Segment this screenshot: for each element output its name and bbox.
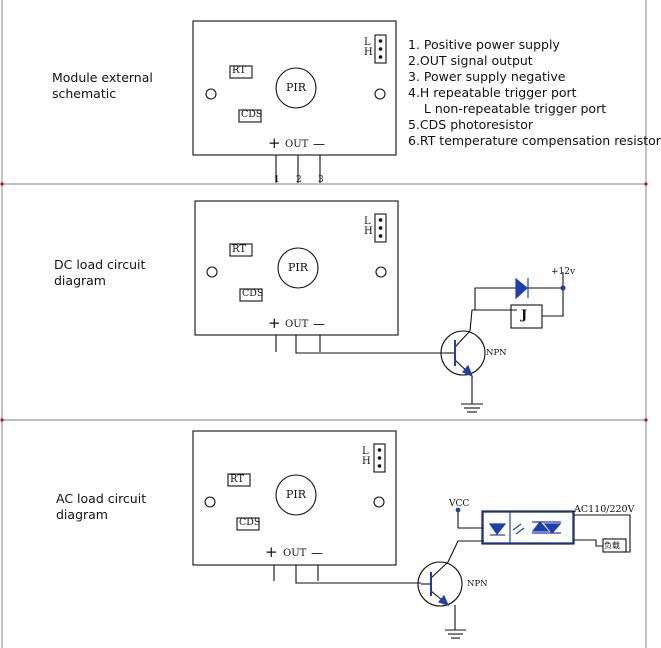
cds-label: CDS — [241, 109, 263, 120]
l-label: L — [364, 216, 371, 227]
caption-ac-load: AC load circuit diagram — [56, 491, 147, 522]
out-label: OUT — [283, 548, 307, 559]
pin-item-1: 1. Positive power supply — [408, 37, 560, 52]
pin-number-2: 2 — [296, 175, 302, 185]
pin-item-3: 3. Power supply negative — [408, 69, 566, 84]
npn-label-ac: NPN — [467, 579, 488, 589]
plus-label: + — [265, 543, 278, 561]
jumper-pins-1 — [378, 39, 383, 59]
caption-dc-load: DC load circuit diagram — [54, 257, 146, 288]
out-label: OUT — [285, 139, 309, 150]
pin-number-1: 1 — [274, 175, 280, 185]
pin-item-6: 6.RT temperature compensation resistor — [408, 133, 661, 148]
load-label: 负载 — [604, 541, 620, 550]
panel-frame — [1, 0, 647, 648]
rt-label: RT — [232, 65, 247, 76]
dc-components-blue — [454, 277, 566, 378]
pin-number-3: 3 — [318, 175, 324, 185]
pin-function-list: 1. Positive power supply 2.OUT signal ou… — [408, 37, 661, 149]
h-label: H — [362, 456, 371, 467]
h-label: H — [364, 226, 373, 237]
pin-item-5: 5.CDS photoresistor — [408, 117, 533, 132]
module-board-2 — [194, 200, 446, 354]
pir-label: PIR — [286, 81, 307, 94]
relay-label: J — [521, 308, 528, 323]
pir-label: PIR — [286, 488, 307, 501]
ac-components-blue — [430, 507, 574, 606]
module-board-1 — [192, 20, 397, 183]
module-board-3 — [192, 430, 421, 584]
cds-label: CDS — [242, 288, 264, 299]
minus-label: — — [313, 317, 325, 331]
jumper-pins-3 — [377, 448, 382, 468]
dc-circuit-wires — [440, 272, 564, 413]
minus-label: — — [313, 137, 325, 151]
l-label: L — [364, 37, 371, 48]
rt-label: RT — [232, 244, 247, 255]
pin-item-2: 2.OUT signal output — [408, 53, 533, 68]
mains-label: AC110/220V — [574, 504, 635, 515]
frame-corner-dots — [0, 182, 648, 422]
jumper-pins-2 — [378, 218, 383, 238]
plus-label: + — [268, 134, 281, 152]
npn-label-dc: NPN — [486, 348, 507, 358]
rt-label: RT — [230, 474, 245, 485]
minus-label: — — [311, 546, 323, 560]
l-label: L — [362, 446, 369, 457]
supply-12v-label: +12v — [551, 267, 576, 277]
out-label: OUT — [285, 319, 309, 330]
h-label: H — [364, 47, 373, 58]
vcc-label: VCC — [449, 499, 470, 509]
caption-module-schematic: Module external schematic — [52, 70, 153, 101]
pin-item-4h: 4.H repeatable trigger port — [408, 85, 577, 100]
ac-circuit-wires — [417, 510, 631, 639]
pir-label: PIR — [288, 261, 309, 274]
pin-item-4l: L non-repeatable trigger port — [408, 101, 607, 116]
plus-label: + — [268, 314, 281, 332]
cds-label: CDS — [239, 517, 261, 528]
